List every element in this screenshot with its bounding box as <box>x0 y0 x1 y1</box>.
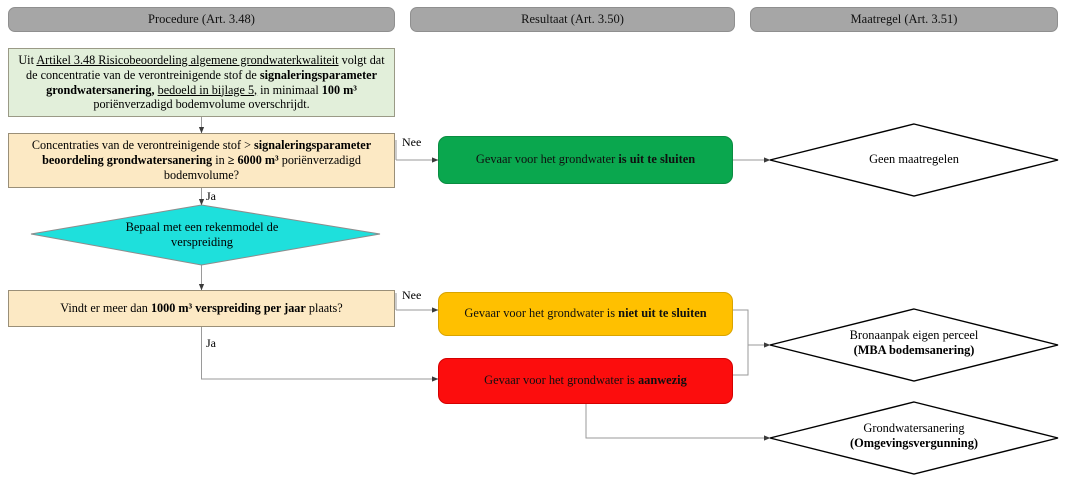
column-header-resultaat-label: Resultaat (Art. 3.50) <box>521 11 624 26</box>
result-box-niet-uit-te-sluiten: Gevaar voor het grondwater is niet uit t… <box>438 292 733 336</box>
column-header-maatregel-label: Maatregel (Art. 3.51) <box>850 11 958 26</box>
decision-box-concentraties-text: Concentraties van de verontreinigende st… <box>31 138 372 182</box>
cyan-process-diamond <box>30 204 381 266</box>
decision-box-verspreiding-text: Vindt er meer dan 1000 m³ verspreiding p… <box>60 301 343 316</box>
column-header-procedure: Procedure (Art. 3.48) <box>8 7 395 32</box>
result-box-niet-uit-te-sluiten-text: Gevaar voor het grondwater is niet uit t… <box>464 306 707 321</box>
column-header-procedure-label: Procedure (Art. 3.48) <box>148 11 255 26</box>
edge-label-nee-2: Nee <box>402 288 422 302</box>
statement-box-text: Uit Artikel 3.48 Risicobeoordeling algem… <box>18 52 385 112</box>
decision-box-concentraties[interactable]: Concentraties van de verontreinigende st… <box>8 133 395 188</box>
edge-label-ja-1: Ja <box>206 189 216 203</box>
result-box-aanwezig: Gevaar voor het grondwater is aanwezig <box>438 358 733 404</box>
result-box-uit-te-sluiten: Gevaar voor het grondwater is uit te slu… <box>438 136 733 184</box>
diamond-bronaanpak <box>769 308 1059 382</box>
edge-label-ja-2: Ja <box>206 336 216 350</box>
diamond-grondwatersanering <box>769 401 1059 475</box>
result-box-uit-te-sluiten-text: Gevaar voor het grondwater is uit te slu… <box>475 152 696 167</box>
column-header-resultaat: Resultaat (Art. 3.50) <box>410 7 735 32</box>
result-box-aanwezig-text: Gevaar voor het grondwater is aanwezig <box>484 373 687 388</box>
column-header-maatregel: Maatregel (Art. 3.51) <box>750 7 1058 32</box>
edge-label-nee-1: Nee <box>402 135 422 149</box>
statement-box-artikel-348: Uit Artikel 3.48 Risicobeoordeling algem… <box>8 48 395 117</box>
decision-box-verspreiding[interactable]: Vindt er meer dan 1000 m³ verspreiding p… <box>8 290 395 327</box>
diamond-geen-maatregelen <box>769 123 1059 197</box>
